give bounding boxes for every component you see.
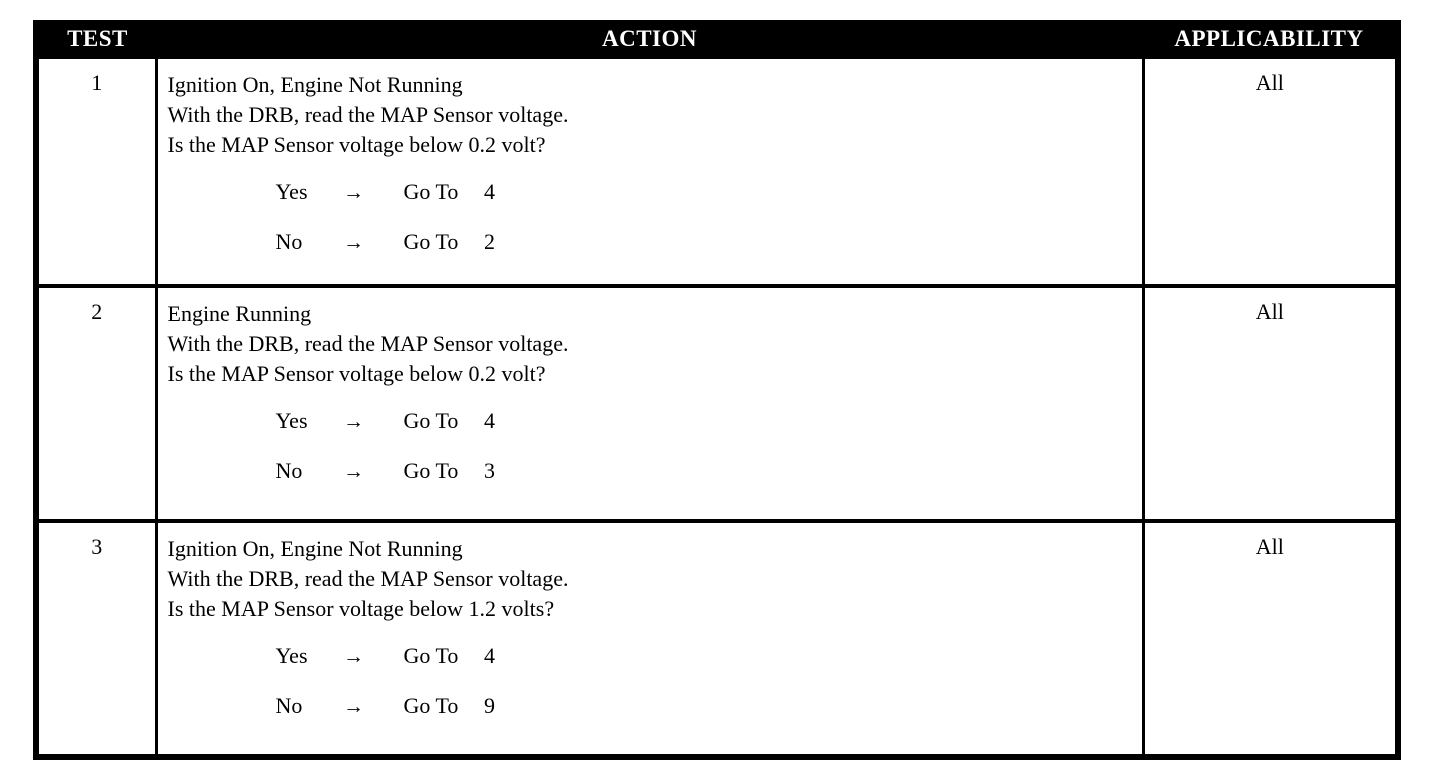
branch-target: 4	[484, 408, 495, 433]
table-body: 1 Ignition On, Engine Not Running With t…	[36, 59, 1398, 757]
arrow-right-icon: →	[343, 230, 364, 254]
branch-action: Go To	[403, 179, 459, 204]
branch-action: Go To	[403, 458, 459, 483]
action-text: Ignition On, Engine Not Running With the…	[168, 70, 1142, 160]
action-line: Is the MAP Sensor voltage below 0.2 volt…	[167, 361, 546, 386]
branch-target: 4	[484, 643, 495, 668]
branch-answer: No	[275, 693, 303, 718]
branch-no: No → Go To 3	[276, 458, 1142, 484]
branch-answer: No	[275, 229, 303, 254]
branch-target: 2	[484, 229, 495, 254]
branch-action: Go To	[403, 229, 459, 254]
arrow-right-icon: →	[343, 180, 364, 204]
column-header-action: ACTION	[156, 20, 1143, 59]
branch-answer: Yes	[275, 179, 308, 204]
branch-yes: Yes → Go To 4	[276, 179, 1142, 205]
test-number-cell: 3	[36, 519, 158, 757]
action-line: Is the MAP Sensor voltage below 0.2 volt…	[167, 132, 546, 157]
branch-target: 3	[484, 458, 495, 483]
table-row: 2 Engine Running With the DRB, read the …	[36, 284, 1398, 521]
action-line: With the DRB, read the MAP Sensor voltag…	[167, 331, 569, 356]
table-header: TEST ACTION APPLICABILITY	[36, 20, 1398, 59]
action-cell: Ignition On, Engine Not Running With the…	[156, 59, 1145, 286]
document-page: TEST ACTION APPLICABILITY 1 Ignition On,…	[33, 20, 1401, 760]
branch-target: 9	[484, 693, 495, 718]
action-line: Engine Running	[167, 301, 312, 326]
action-line: Ignition On, Engine Not Running	[167, 536, 463, 561]
arrow-right-icon: →	[343, 694, 364, 718]
applicability-cell: All	[1143, 59, 1398, 286]
branch-answer: Yes	[275, 643, 308, 668]
column-header-test: TEST	[36, 20, 156, 59]
table-row: 3 Ignition On, Engine Not Running With t…	[36, 519, 1398, 757]
action-line: Is the MAP Sensor voltage below 1.2 volt…	[167, 596, 555, 621]
column-header-applicability: APPLICABILITY	[1143, 20, 1398, 59]
test-number-cell: 1	[36, 59, 158, 286]
arrow-right-icon: →	[343, 644, 364, 668]
action-cell: Engine Running With the DRB, read the MA…	[156, 284, 1145, 521]
branch-answer: No	[275, 458, 303, 483]
branch-yes: Yes → Go To 4	[276, 643, 1142, 669]
diagnostic-test-table: TEST ACTION APPLICABILITY 1 Ignition On,…	[33, 20, 1401, 760]
branch-list: Yes → Go To 4 No → Go To 9	[276, 643, 1142, 719]
test-number-cell: 2	[36, 284, 158, 521]
header-row: TEST ACTION APPLICABILITY	[36, 20, 1398, 59]
branch-action: Go To	[403, 408, 459, 433]
branch-action: Go To	[403, 693, 459, 718]
applicability-cell: All	[1143, 284, 1398, 521]
arrow-right-icon: →	[343, 409, 364, 433]
branch-target: 4	[484, 179, 495, 204]
table-row: 1 Ignition On, Engine Not Running With t…	[36, 59, 1398, 286]
branch-action: Go To	[403, 643, 459, 668]
action-line: With the DRB, read the MAP Sensor voltag…	[167, 566, 569, 591]
branch-no: No → Go To 9	[276, 693, 1142, 719]
branch-no: No → Go To 2	[276, 229, 1142, 255]
branch-list: Yes → Go To 4 No → Go To 2	[276, 179, 1142, 255]
arrow-right-icon: →	[343, 459, 364, 483]
action-text: Ignition On, Engine Not Running With the…	[168, 534, 1142, 624]
action-cell: Ignition On, Engine Not Running With the…	[156, 519, 1145, 757]
action-line: Ignition On, Engine Not Running	[167, 72, 463, 97]
applicability-cell: All	[1143, 519, 1398, 757]
branch-answer: Yes	[275, 408, 308, 433]
action-text: Engine Running With the DRB, read the MA…	[168, 299, 1142, 389]
action-line: With the DRB, read the MAP Sensor voltag…	[167, 102, 569, 127]
branch-list: Yes → Go To 4 No → Go To 3	[276, 408, 1142, 484]
branch-yes: Yes → Go To 4	[276, 408, 1142, 434]
